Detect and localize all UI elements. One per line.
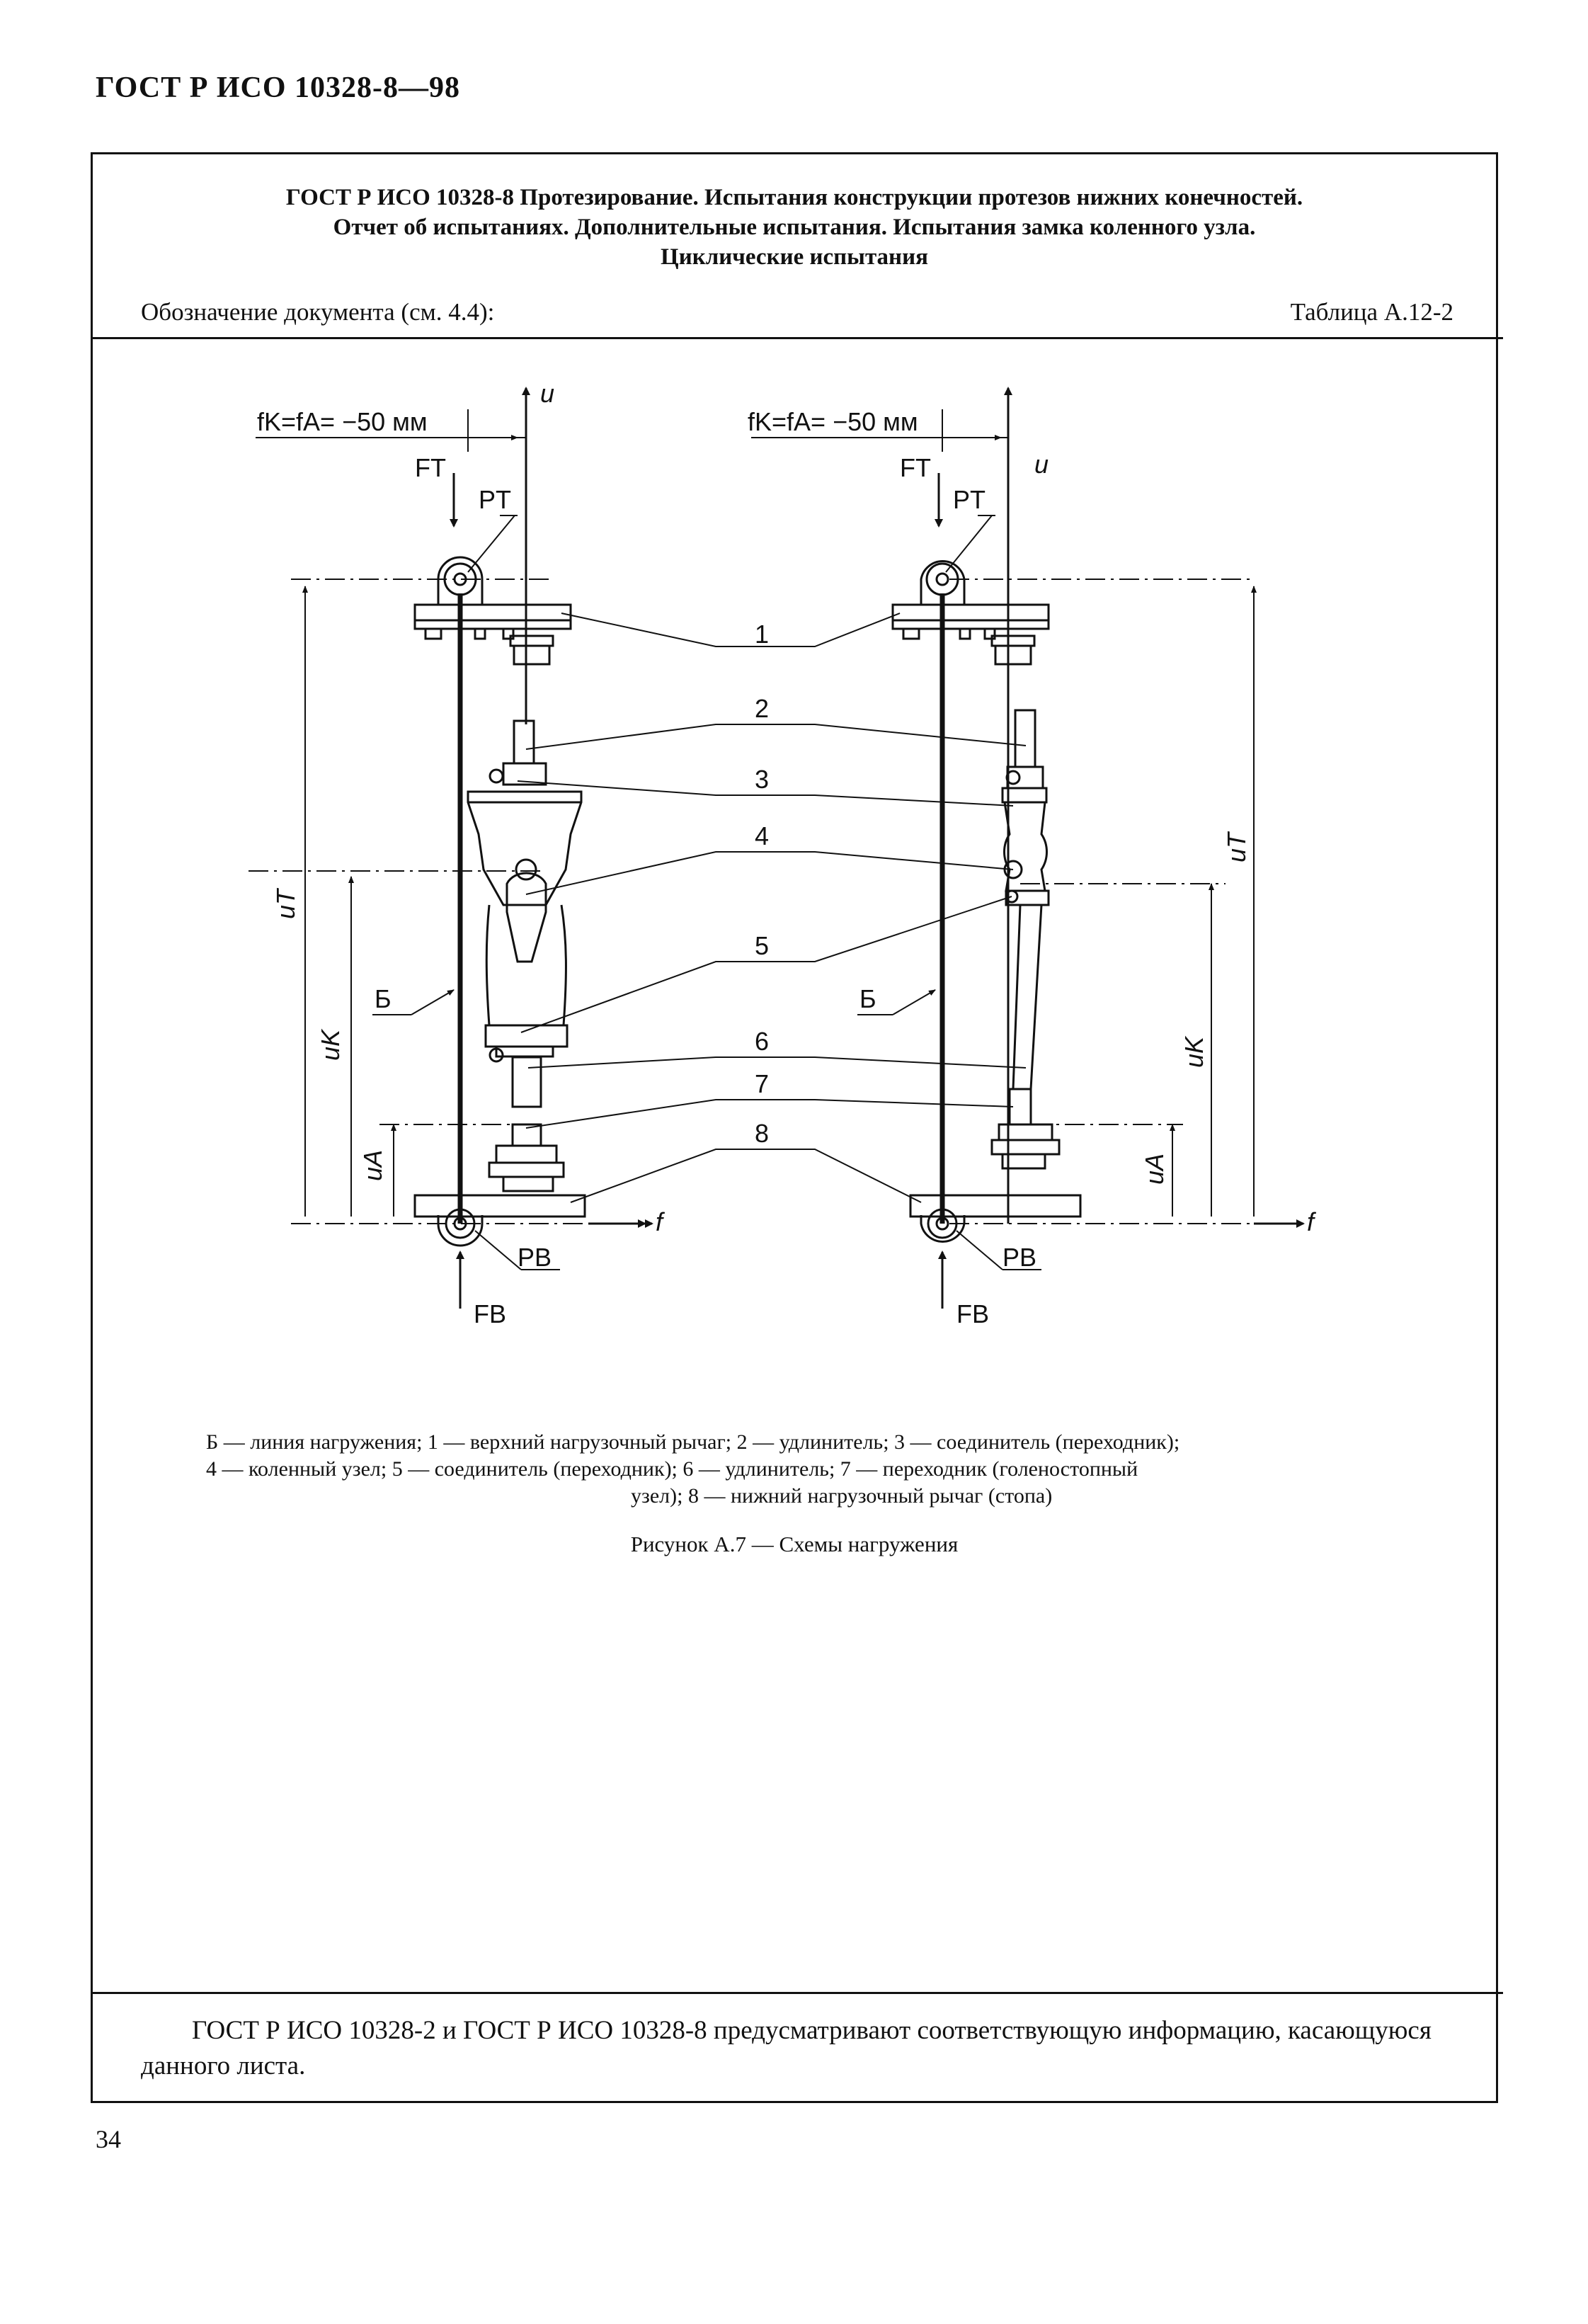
offset-label-right: fK=fA= −50 мм <box>748 407 918 436</box>
pb-label-right: PB <box>1003 1243 1036 1272</box>
legend-line-1: Б — линия нагружения; 1 — верхний нагруз… <box>206 1430 1180 1454</box>
footer-note: ГОСТ Р ИСО 10328-2 и ГОСТ Р ИСО 10328-8 … <box>141 2016 1432 2080</box>
uA-label-right: uA <box>1140 1154 1169 1185</box>
ft-label-right: FT <box>900 453 931 482</box>
bottom-lever-left <box>413 1194 586 1218</box>
page-header: ГОСТ Р ИСО 10328-8—98 <box>96 72 461 104</box>
figure-legend: Б — линия нагружения; 1 — верхний нагруз… <box>206 1429 1395 1510</box>
bottom-lever-right <box>909 1194 1082 1218</box>
uK-label-left: uK <box>316 1028 345 1061</box>
load-line-label-left: Б <box>375 984 392 1013</box>
uK-label-right: uK <box>1179 1035 1209 1068</box>
top-lever-left <box>413 603 572 622</box>
callout-5: 5 <box>755 931 769 960</box>
pt-label-right: PT <box>953 485 986 514</box>
fb-label-left: FB <box>474 1299 506 1328</box>
title-line-1: ГОСТ Р ИСО 10328-8 Протезирование. Испыт… <box>285 185 1303 210</box>
left-scheme <box>249 387 653 1309</box>
table-reference: Таблица А.12-2 <box>1290 298 1453 326</box>
legend-line-2: 4 — коленный узел; 5 — соединитель (пере… <box>206 1457 1138 1481</box>
fb-label-right: FB <box>956 1299 989 1328</box>
ft-label-left: FT <box>415 453 446 482</box>
callout-4: 4 <box>755 821 769 850</box>
pt-label-left: PT <box>479 485 511 514</box>
pb-label-left: PB <box>518 1243 552 1272</box>
figure-caption: Рисунок А.7 — Схемы нагружения <box>630 1532 959 1556</box>
header-divider <box>93 337 1503 339</box>
callout-leaders <box>517 613 1027 1203</box>
callout-3: 3 <box>755 765 769 794</box>
footer-divider <box>93 1992 1503 1994</box>
uT-label-left: uT <box>271 887 300 919</box>
load-line-label-right: Б <box>859 984 876 1013</box>
right-scheme <box>751 387 1305 1309</box>
f-label-right: f <box>1307 1207 1317 1236</box>
f-label-left: f <box>656 1207 666 1236</box>
callout-7: 7 <box>755 1069 769 1098</box>
page-number: 34 <box>96 2125 121 2153</box>
loading-scheme-figure: fK=fA= −50 мм fK=fA= −50 мм u u FT FT PT… <box>249 379 1317 1328</box>
callout-2: 2 <box>755 694 769 723</box>
uA-label-left: uA <box>358 1150 387 1181</box>
callout-6: 6 <box>755 1027 769 1056</box>
offset-label-left: fK=fA= −50 мм <box>257 407 428 436</box>
top-lever-right <box>891 603 1050 622</box>
u-label-left: u <box>540 379 554 408</box>
u-label-right: u <box>1034 450 1049 479</box>
uT-label-right: uT <box>1222 831 1251 862</box>
document-title: ГОСТ Р ИСО 10328-8 Протезирование. Испыт… <box>93 183 1496 272</box>
document-reference: Обозначение документа (см. 4.4): <box>141 298 495 326</box>
callout-1: 1 <box>755 620 769 649</box>
title-line-3: Циклические испытания <box>661 244 928 270</box>
knee-socket-left <box>467 790 583 906</box>
legend-line-3: узел); 8 — нижний нагрузочный рычаг (сто… <box>631 1484 1053 1508</box>
title-line-2: Отчет об испытаниях. Дополнительные испы… <box>333 215 1256 240</box>
form-frame: ГОСТ Р ИСО 10328-8 Протезирование. Испыт… <box>91 152 1503 2103</box>
callout-8: 8 <box>755 1119 769 1148</box>
